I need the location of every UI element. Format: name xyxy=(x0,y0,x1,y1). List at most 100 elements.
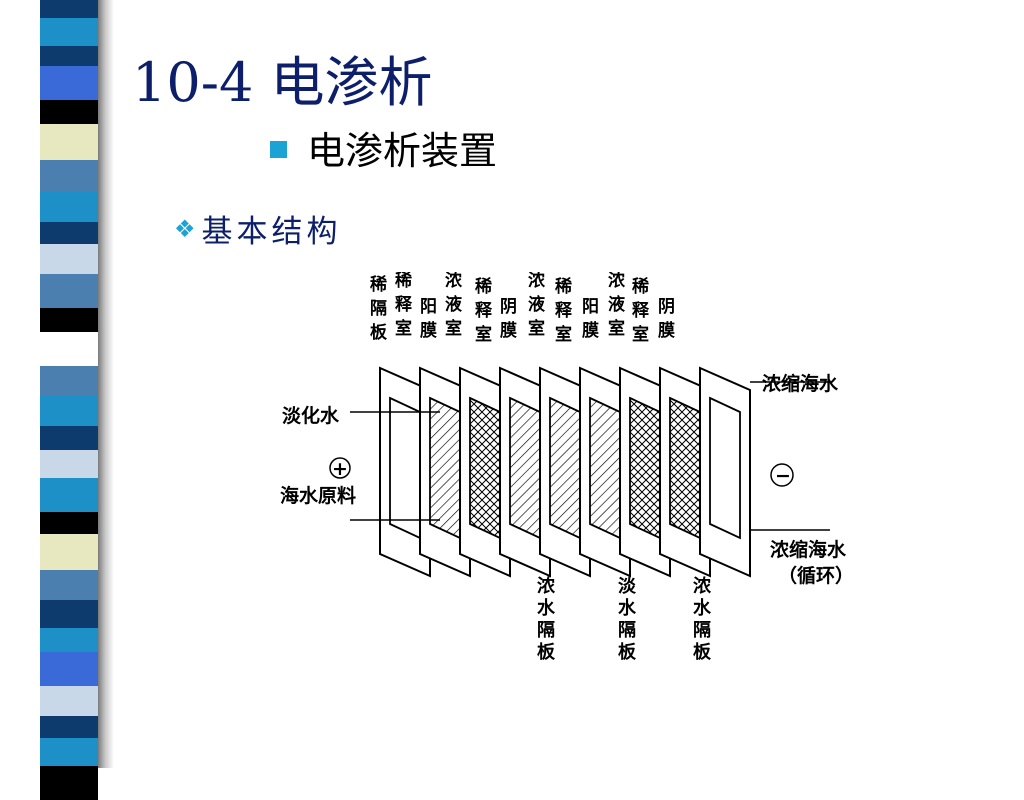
top-label-char: 稀 xyxy=(555,276,572,297)
stripe-segment xyxy=(40,100,98,124)
diamond-bullet-icon: ❖ xyxy=(174,214,196,243)
plate xyxy=(459,366,511,578)
top-label-char: 板 xyxy=(370,322,388,343)
plate-stack xyxy=(379,366,751,578)
plate-window xyxy=(669,396,701,540)
plus-sign: + xyxy=(332,458,348,480)
electrodialysis-diagram: 稀隔板稀释室阳膜浓液室稀释室阴膜浓液室稀释室阳膜浓液室稀释室阴膜淡化水+海水原料… xyxy=(280,272,854,663)
stripe-segment xyxy=(40,396,98,426)
stripe-segment xyxy=(40,160,98,192)
bottom-label-char: 板 xyxy=(693,641,712,663)
stripe-segment xyxy=(40,686,98,716)
top-label-char: 释 xyxy=(632,300,650,321)
plate-window xyxy=(429,396,461,540)
top-label-char: 液 xyxy=(445,294,462,315)
bottom-label-char: 浓 xyxy=(537,576,556,597)
stripe-segment xyxy=(40,716,98,738)
top-label-char: 膜 xyxy=(658,320,675,341)
plate xyxy=(659,366,711,578)
top-label-char: 稀 xyxy=(632,276,649,297)
concentrated-seawater-bottom-label: 浓缩海水 xyxy=(770,538,847,561)
top-label-char: 室 xyxy=(608,318,625,339)
plate-window xyxy=(709,396,741,540)
stripe-segment xyxy=(40,0,98,18)
circulation-label: （循环） xyxy=(778,564,854,587)
bottom-label-char: 浓 xyxy=(693,576,712,597)
plate-window xyxy=(469,396,501,540)
top-label-char: 稀 xyxy=(370,274,387,295)
top-label-char: 浓 xyxy=(528,272,546,291)
stripe-segment xyxy=(40,450,98,478)
minus-electrode-icon xyxy=(770,463,794,487)
top-label-char: 阴 xyxy=(658,297,675,317)
top-label-char: 室 xyxy=(475,324,492,345)
top-label-char: 液 xyxy=(528,294,545,315)
sub-bullet-item: ❖ 基本结构 xyxy=(174,206,342,251)
top-label-char: 稀 xyxy=(395,272,412,291)
stripe-segment xyxy=(40,66,98,100)
plate xyxy=(379,366,431,578)
sub-bullet-text: 基本结构 xyxy=(201,214,342,250)
top-label-char: 膜 xyxy=(500,320,517,341)
top-label-char: 释 xyxy=(395,294,413,315)
stripe-segment xyxy=(40,222,98,244)
stripe-segment xyxy=(40,738,98,766)
stripe-segment xyxy=(40,628,98,652)
bottom-label-char: 隔 xyxy=(693,620,711,641)
top-label-char: 膜 xyxy=(420,320,437,341)
top-label-char: 稀 xyxy=(475,276,492,297)
plate xyxy=(699,366,751,578)
bottom-label-char: 水 xyxy=(537,597,556,619)
stripe-segment xyxy=(40,512,98,534)
bottom-label-char: 板 xyxy=(618,641,637,663)
stripe-segment xyxy=(40,244,98,274)
seawater-feed-label: 海水原料 xyxy=(280,484,356,507)
plate xyxy=(499,366,551,578)
plate xyxy=(619,366,671,578)
bottom-label-char: 水 xyxy=(618,597,637,619)
bottom-label-char: 淡 xyxy=(618,576,637,597)
top-label-char: 浓 xyxy=(445,272,463,291)
decorative-stripe-bar xyxy=(40,0,98,800)
plate-window xyxy=(589,396,621,540)
desalted-water-label: 淡化水 xyxy=(282,404,340,427)
top-label-char: 室 xyxy=(528,318,545,339)
stripe-segment xyxy=(40,426,98,450)
plus-electrode-icon xyxy=(329,457,351,479)
stripe-segment xyxy=(40,478,98,512)
top-label-char: 释 xyxy=(475,300,493,321)
top-label-char: 室 xyxy=(445,318,462,339)
plate-window xyxy=(509,396,541,540)
top-label-char: 室 xyxy=(395,318,412,339)
stripe-segment xyxy=(40,766,98,800)
top-label-char: 室 xyxy=(555,324,572,345)
top-label-char: 阳 xyxy=(420,297,437,317)
slide-title: 10-4 电渗析 xyxy=(132,51,433,114)
plate-window xyxy=(549,396,581,540)
bottom-label-char: 板 xyxy=(537,641,556,663)
stripe-segment xyxy=(40,274,98,308)
stripe-segment xyxy=(40,192,98,222)
stripe-shadow xyxy=(98,0,114,768)
bottom-label-char: 隔 xyxy=(618,620,636,641)
top-label-char: 浓 xyxy=(608,272,626,291)
top-label-char: 膜 xyxy=(582,320,599,341)
stripe-segment xyxy=(40,46,98,66)
bottom-label-char: 水 xyxy=(693,597,712,619)
stripe-segment xyxy=(40,124,98,160)
stripe-segment xyxy=(40,366,98,396)
square-bullet-icon xyxy=(270,141,287,158)
bullet-text: 电渗析装置 xyxy=(307,129,498,173)
stripe-segment xyxy=(40,332,98,366)
stripe-segment xyxy=(40,652,98,686)
stripe-segment xyxy=(40,308,98,332)
top-label-char: 隔 xyxy=(370,299,387,319)
top-label-char: 阳 xyxy=(582,297,599,317)
stripe-segment xyxy=(40,18,98,46)
plate-window xyxy=(389,396,421,540)
plate xyxy=(579,366,631,578)
bullet-item: 电渗析装置 xyxy=(270,120,497,175)
stripe-segment xyxy=(40,534,98,570)
stripe-segment xyxy=(40,600,98,628)
concentrated-seawater-top-label: 浓缩海水 xyxy=(762,372,839,395)
